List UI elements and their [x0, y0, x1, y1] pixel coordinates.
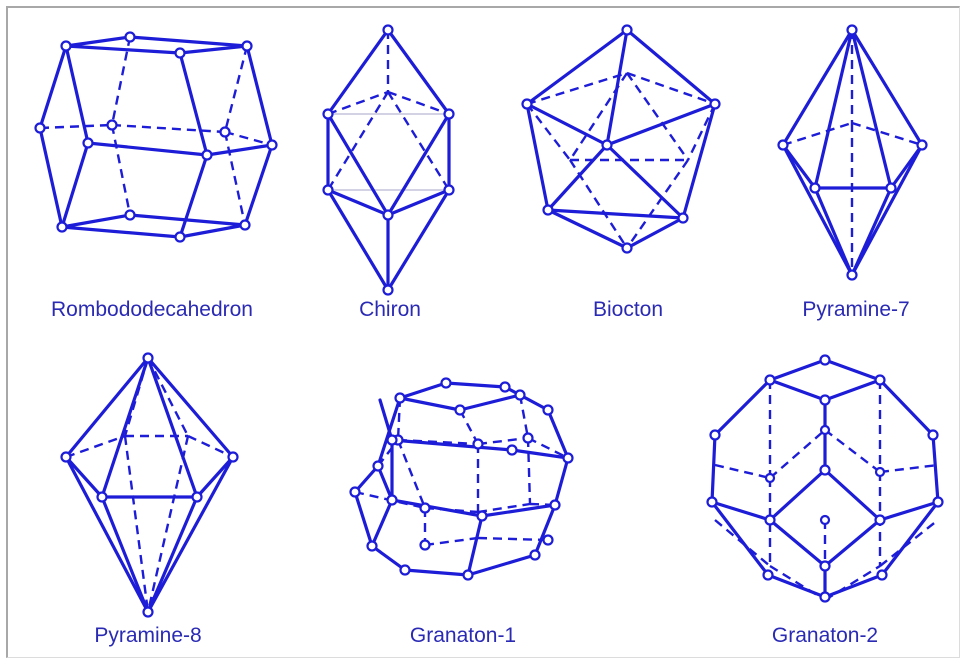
label-granaton-1: Granaton-1	[410, 624, 516, 648]
rombododecahedron-figure	[36, 33, 277, 242]
granaton-1-figure	[351, 379, 573, 580]
label-pyramine-8: Pyramine-8	[94, 624, 201, 648]
pyramine-8-figure	[62, 354, 238, 617]
label-chiron: Chiron	[359, 298, 421, 322]
pyramine-7-figure	[779, 26, 927, 280]
label-rombododecahedron: Rombododecahedron	[51, 298, 253, 322]
label-granaton-2: Granaton-2	[772, 624, 878, 648]
label-pyramine-7: Pyramine-7	[802, 298, 909, 322]
biocton-figure	[523, 26, 720, 253]
chiron-figure	[324, 26, 454, 295]
granaton-2-figure	[708, 356, 943, 602]
label-biocton: Biocton	[593, 298, 663, 322]
